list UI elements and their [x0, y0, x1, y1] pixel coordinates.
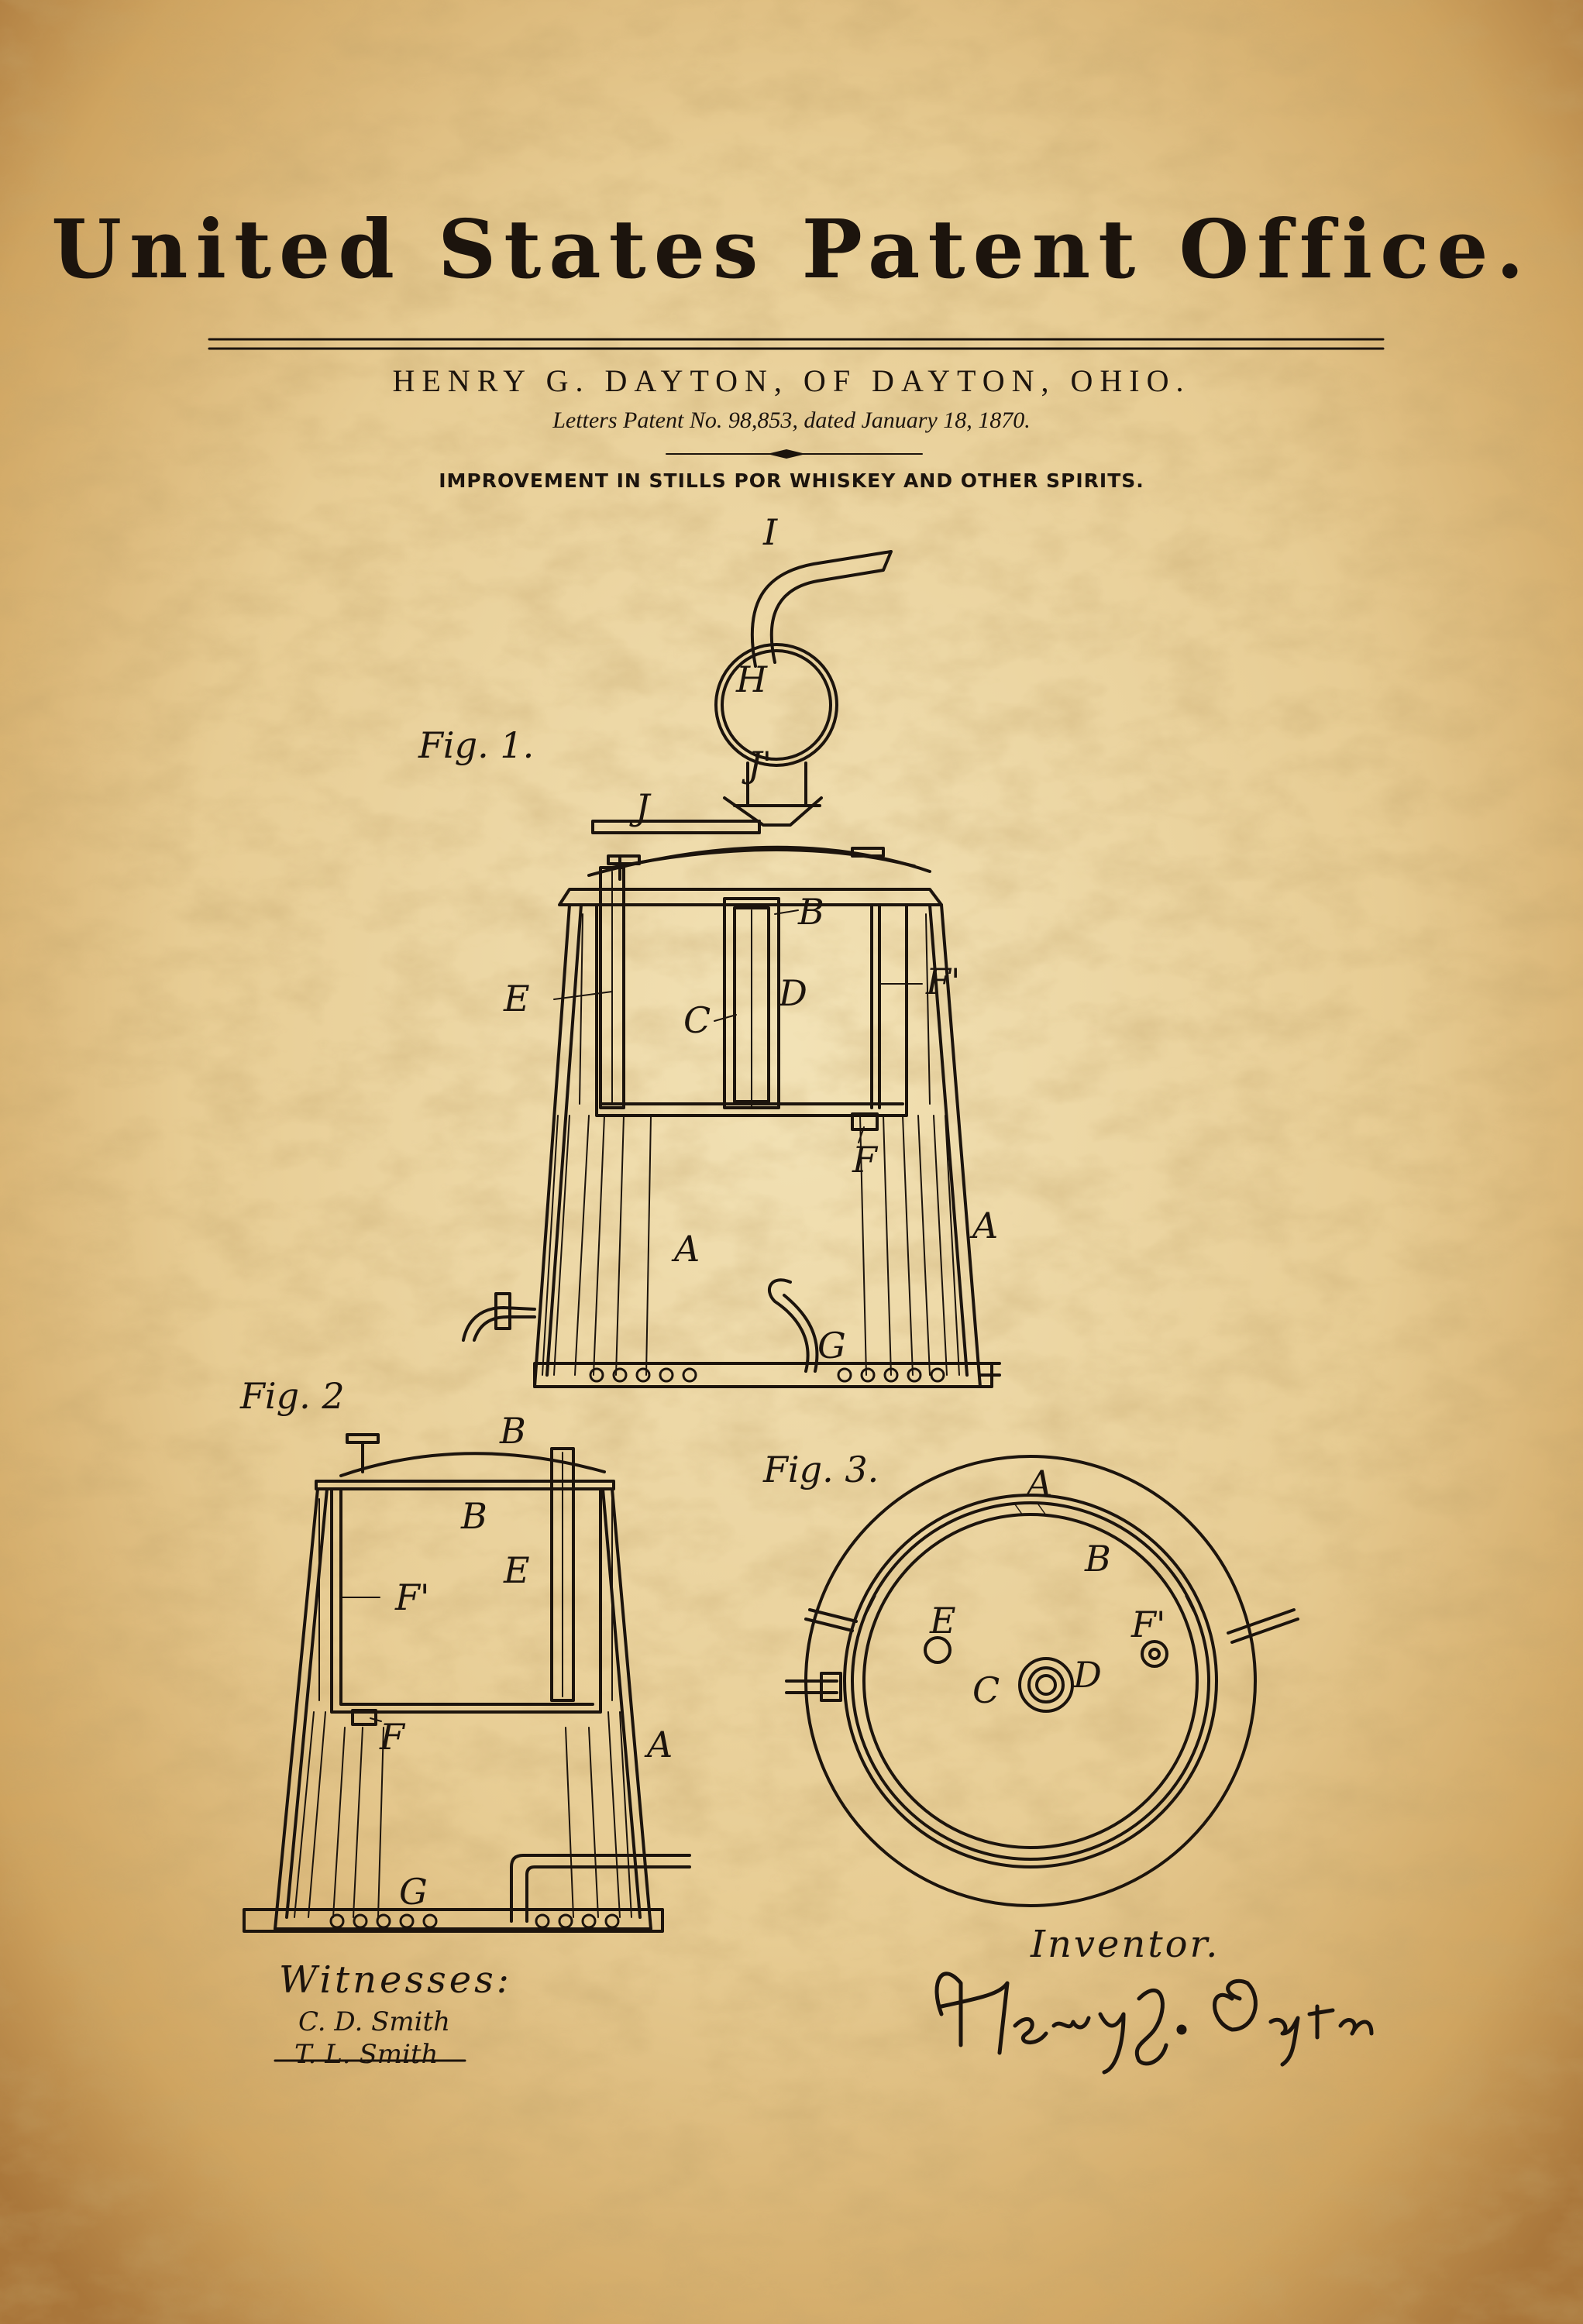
- fig3-label-e: E: [930, 1600, 956, 1642]
- fig1-label-f-prime: F': [926, 961, 961, 1002]
- fig2-label-e: E: [504, 1549, 530, 1591]
- fig1-label-f: F: [852, 1139, 877, 1181]
- invention-subject: IMPROVEMENT IN STILLS POR WHISKEY AND OT…: [439, 469, 1144, 492]
- fig1-label-c: C: [683, 999, 711, 1041]
- patent-number-line: Letters Patent No. 98,853, dated January…: [552, 407, 1031, 433]
- page-title: United States Patent Office.: [51, 201, 1532, 297]
- fig2-label-a: A: [647, 1724, 673, 1765]
- inventor-line: HENRY G. DAYTON, OF DAYTON, OHIO.: [392, 363, 1191, 398]
- fig1-label-e: E: [504, 978, 530, 1019]
- fig3-label-b: B: [1085, 1538, 1111, 1580]
- fig2-label-b-top: B: [500, 1410, 526, 1452]
- figure-1-drawing: [462, 550, 1001, 1388]
- fig2-label-b-inner: B: [461, 1495, 487, 1537]
- fig3-label-a: A: [1027, 1463, 1053, 1504]
- fig1-label-h: H: [736, 658, 768, 700]
- header-rules: [208, 338, 1385, 459]
- fig2-caption: Fig. 2: [240, 1375, 345, 1417]
- fig1-label-a-inner: A: [674, 1228, 700, 1270]
- witness-signature-2: T. L. Smith: [294, 2039, 439, 2070]
- inventor-label: Inventor.: [1031, 1923, 1220, 1966]
- fig1-caption: Fig. 1.: [418, 724, 535, 766]
- fig2-label-f: F: [380, 1716, 404, 1758]
- fig1-label-b: B: [798, 891, 824, 933]
- fig1-label-g: G: [817, 1325, 846, 1367]
- fig3-label-c: C: [972, 1669, 1000, 1711]
- fig2-label-f-prime: F': [395, 1576, 430, 1618]
- fig2-label-g: G: [399, 1871, 428, 1913]
- fig1-label-a-outer: A: [972, 1205, 999, 1246]
- fig3-caption: Fig. 3.: [763, 1449, 879, 1490]
- witness-signature-1: C. D. Smith: [298, 2006, 451, 2037]
- fig1-label-d: D: [779, 972, 807, 1014]
- fig3-label-d: D: [1073, 1654, 1102, 1696]
- inventor-signature-graphic: [934, 1972, 1374, 2075]
- fig3-label-f-prime: F': [1131, 1604, 1166, 1645]
- witnesses-label: Witnesses:: [279, 1958, 512, 2002]
- figure-3-drawing: [785, 1455, 1299, 1907]
- fig1-label-j: J: [635, 786, 650, 828]
- figure-2-drawing: [243, 1433, 691, 1933]
- fig1-label-i: I: [763, 511, 778, 553]
- fig1-label-j-prime: J': [748, 744, 773, 786]
